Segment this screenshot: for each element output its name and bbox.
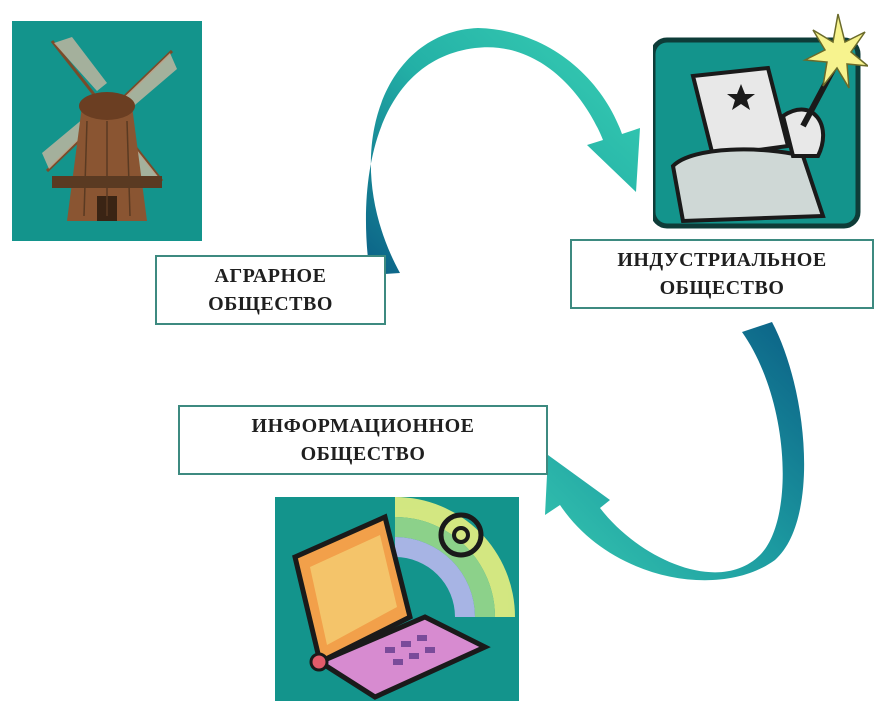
label-agrarian-society: АГРАРНОЕ ОБЩЕСТВО [155,255,386,325]
label-information-society: ИНФОРМАЦИОННОЕ ОБЩЕСТВО [178,405,548,475]
label-industrial-society: ИНДУСТРИАЛЬНОЕ ОБЩЕСТВО [570,239,874,309]
arrow-industrial-to-information [545,322,805,581]
label-industrial-line1: ИНДУСТРИАЛЬНОЕ [617,249,827,271]
computer-illustration [275,497,519,701]
label-agrarian-line1: АГРАРНОЕ [214,265,327,287]
laptop-icon [292,513,491,700]
label-industrial-line2: ОБЩЕСТВО [659,277,785,299]
label-agrarian-line2: ОБЩЕСТВО [208,293,333,315]
windmill-illustration [12,21,202,241]
rainbow-icon [395,497,515,617]
arrow-agrarian-to-industrial [365,28,640,275]
label-info-line1: ИНФОРМАЦИОННОЕ [251,415,475,437]
label-info-line2: ОБЩЕСТВО [300,443,426,465]
welder-illustration [653,6,868,232]
windmill-icon [42,37,177,221]
spark-icon [802,13,868,89]
welder-icon [670,64,838,224]
at-sign-icon [438,512,484,558]
